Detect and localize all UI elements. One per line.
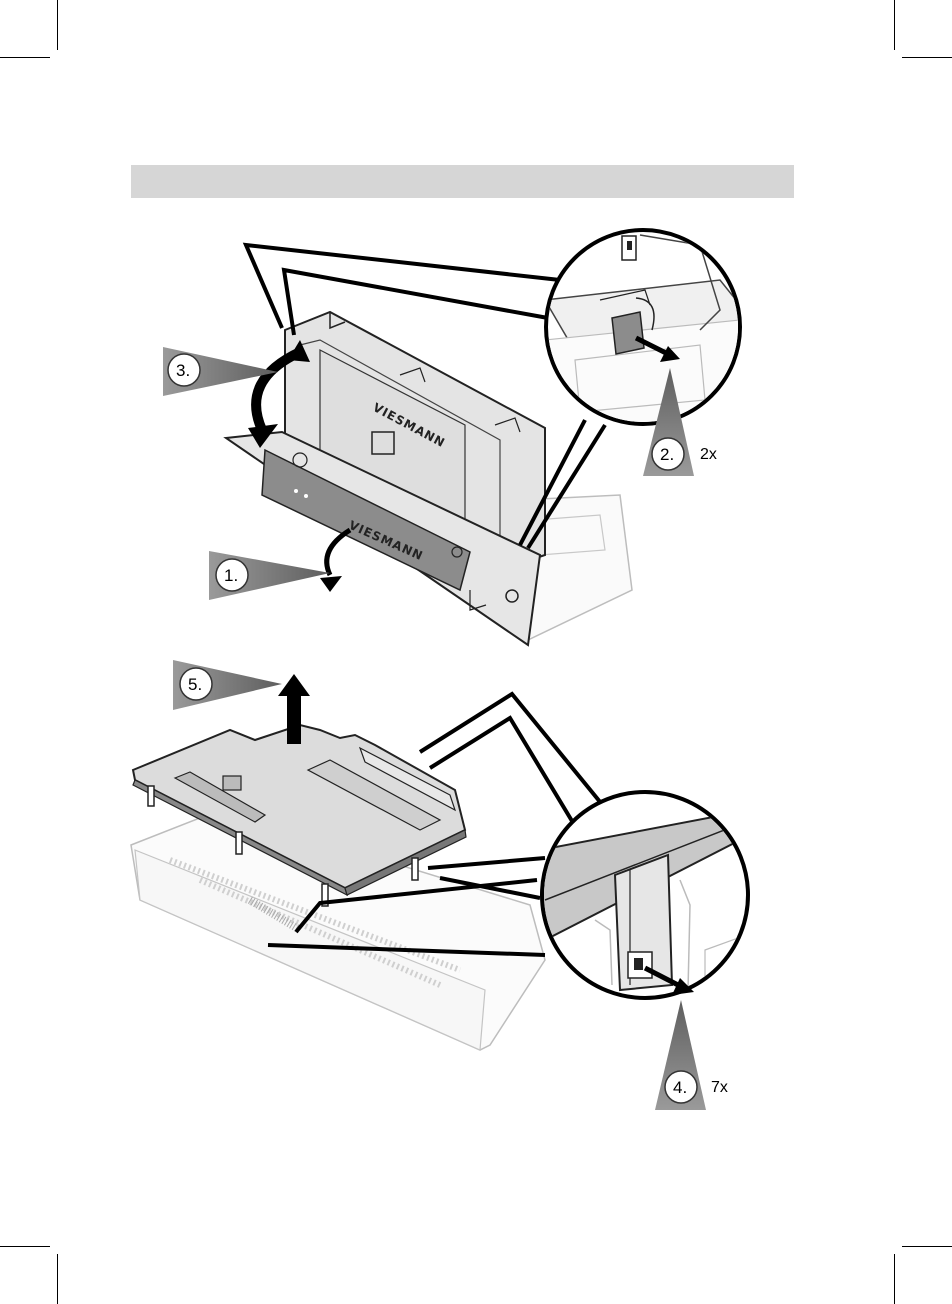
callout-step-1: 1. bbox=[209, 551, 330, 600]
step-3-label: 3. bbox=[176, 361, 190, 380]
step-4-label: 4. bbox=[673, 1078, 687, 1097]
open-arrow-1 bbox=[320, 530, 350, 592]
step-4-count: 7x bbox=[711, 1079, 728, 1096]
step-5-label: 5. bbox=[188, 675, 202, 694]
callout-step-4: 4. 7x bbox=[655, 1000, 728, 1110]
step-1-label: 1. bbox=[224, 566, 238, 585]
callout-step-5: 5. bbox=[173, 660, 282, 710]
detail-magnifier-lower bbox=[540, 792, 760, 1000]
step-2-count: 2x bbox=[700, 446, 717, 463]
detail-magnifier-upper bbox=[545, 230, 760, 430]
step-2-label: 2. bbox=[660, 445, 674, 464]
